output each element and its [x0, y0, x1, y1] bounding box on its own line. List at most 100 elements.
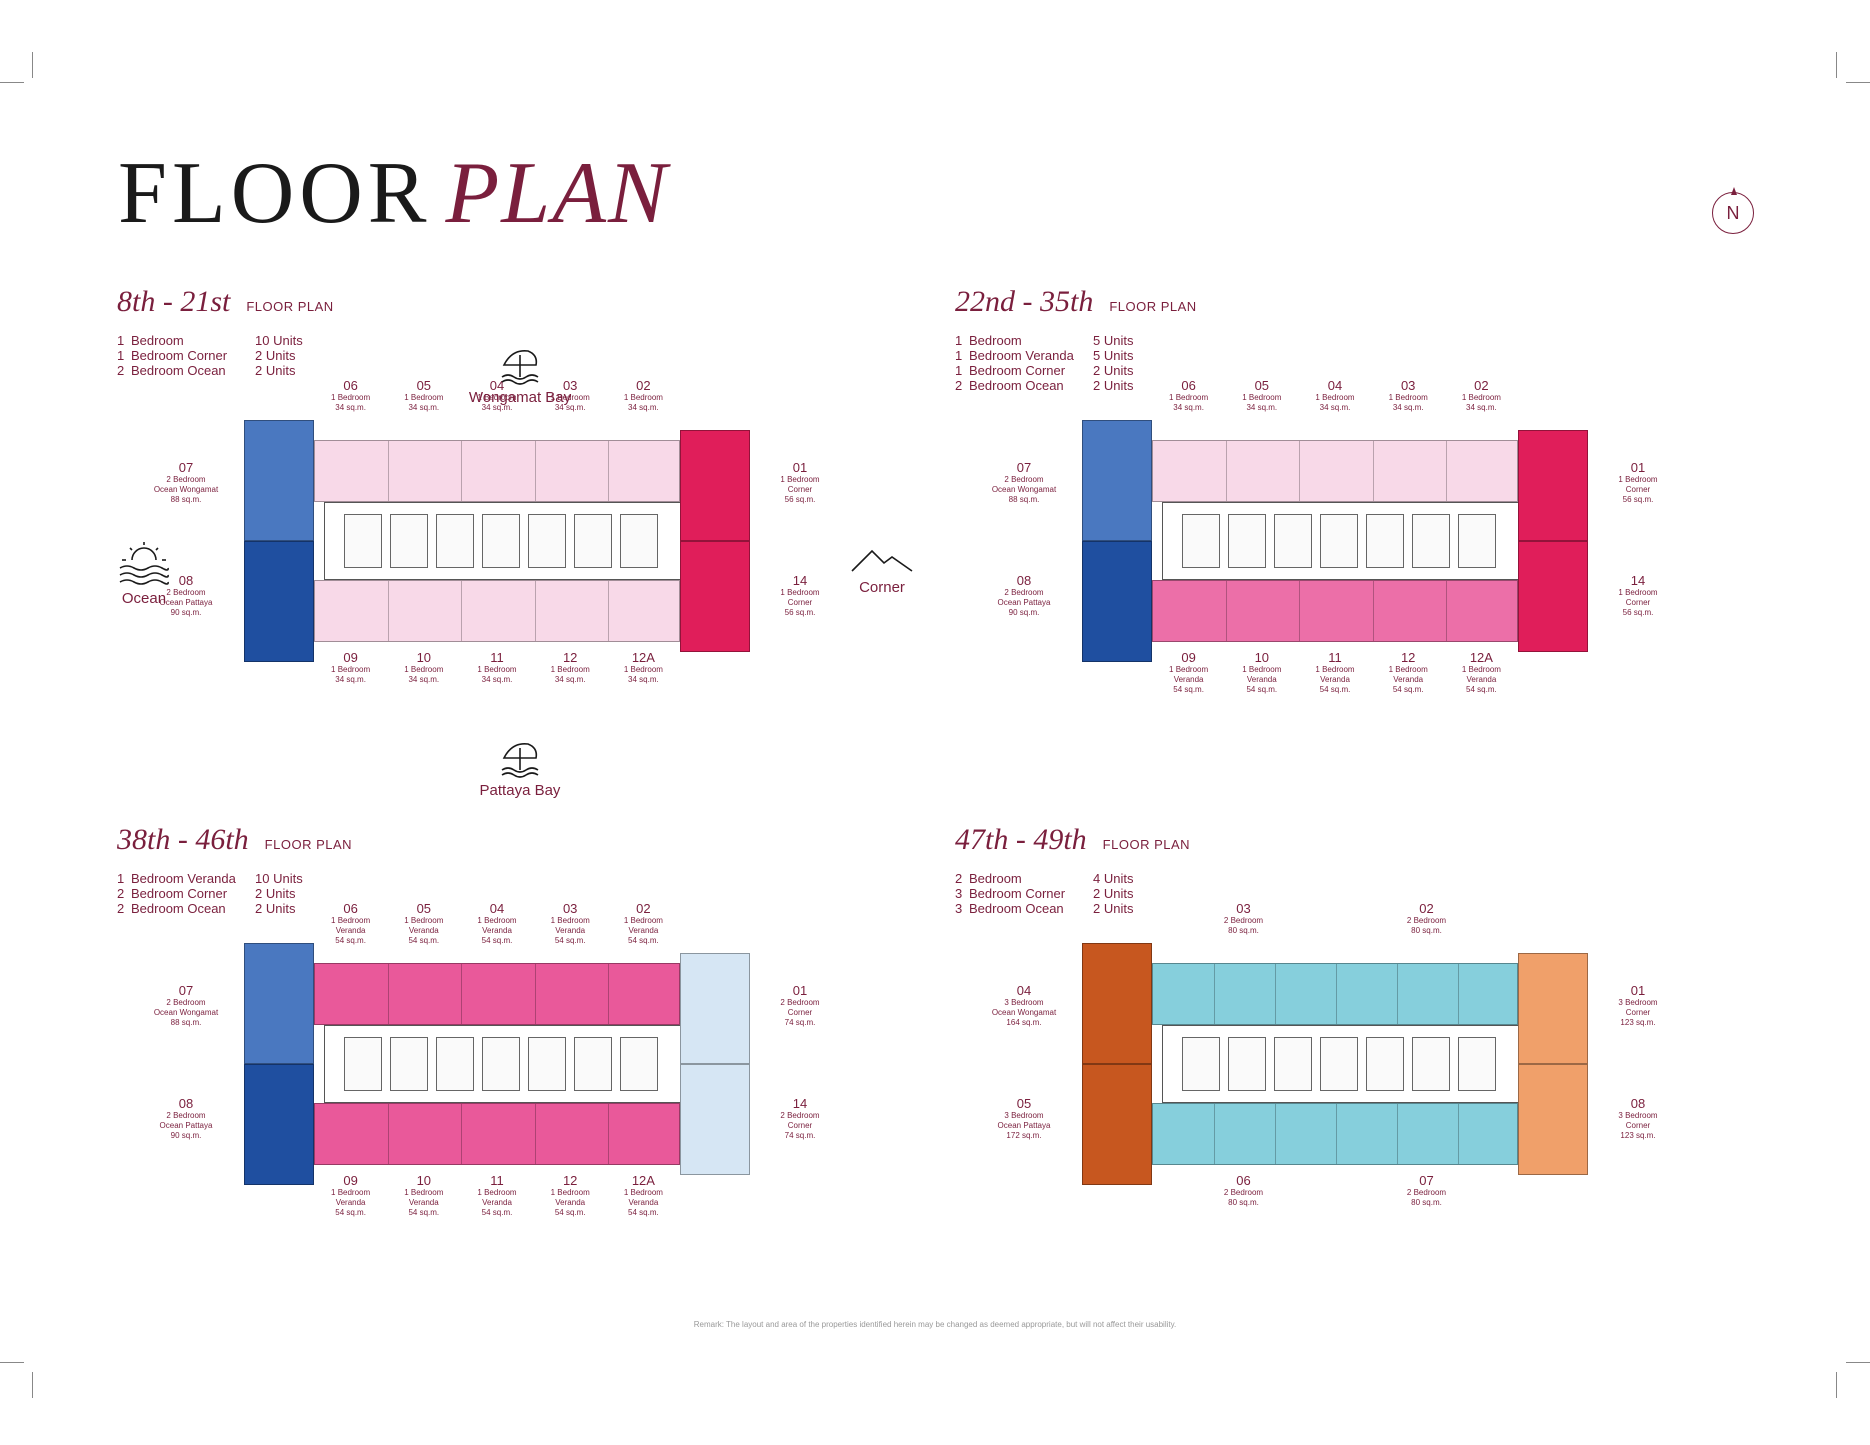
- unit-subtype: Veranda: [482, 926, 512, 935]
- unit-area: 54 sq.m.: [481, 1208, 513, 1217]
- unit-type: 1 Bedroom: [550, 1188, 590, 1197]
- north-compass-icon: N: [1712, 187, 1754, 234]
- unit-type: 3 Bedroom: [1618, 1111, 1658, 1120]
- title-part1: FLOOR: [118, 145, 432, 242]
- core-room: [1458, 1037, 1496, 1091]
- floor-plan-label: FLOOR PLAN: [264, 837, 353, 852]
- unit-block-east-south: [1518, 1064, 1588, 1175]
- unit-divider: [1458, 964, 1459, 1024]
- unit-type: 1 Bedroom: [404, 393, 444, 402]
- unit-divider: [1226, 441, 1228, 501]
- unit-number: 09: [343, 650, 358, 665]
- unit-subtype: Ocean Pattaya: [159, 598, 213, 607]
- unit-area: 172 sq.m.: [1006, 1131, 1042, 1140]
- unit-subtype: Corner: [1625, 485, 1651, 494]
- unit-type: 1 Bedroom: [550, 393, 590, 402]
- legend-count: 2: [117, 901, 125, 916]
- unit-divider: [1336, 964, 1337, 1024]
- core-room: [574, 1037, 612, 1091]
- unit-number: 07: [178, 983, 194, 998]
- unit-block-west-south: [1082, 541, 1152, 662]
- legend-type: Bedroom Corner: [131, 886, 228, 901]
- unit-type: 1 Bedroom: [477, 1188, 517, 1197]
- unit-divider: [607, 441, 609, 501]
- unit-row-north: [1152, 440, 1518, 502]
- unit-type: 1 Bedroom: [1388, 665, 1428, 674]
- unit-divider: [1214, 964, 1215, 1024]
- sunset-ocean-icon: [119, 542, 169, 585]
- unit-type: 2 Bedroom: [780, 998, 820, 1007]
- unit-area: 54 sq.m.: [554, 936, 586, 945]
- unit-type: 3 Bedroom: [1004, 998, 1044, 1007]
- unit-divider: [1445, 581, 1447, 641]
- unit-number: 07: [178, 460, 194, 475]
- unit-number: 14: [792, 1096, 808, 1111]
- unit-subtype: Ocean Wongamat: [153, 1008, 219, 1017]
- core-room: [620, 514, 658, 568]
- unit-divider: [388, 581, 390, 641]
- unit-area: 34 sq.m.: [408, 675, 440, 684]
- unit-area: 56 sq.m.: [1622, 608, 1654, 617]
- unit-block-west-north: [1082, 943, 1152, 1064]
- unit-divider: [1397, 1104, 1398, 1164]
- unit-number: 08: [1630, 1096, 1646, 1111]
- core-room: [1182, 514, 1220, 568]
- unit-block-east-south: [680, 541, 750, 652]
- unit-number: 07: [1016, 460, 1032, 475]
- unit-divider: [1372, 441, 1374, 501]
- beach-umbrella-icon: [501, 349, 539, 385]
- mountain-icon: [851, 549, 913, 572]
- legend-units: 2 Units: [255, 363, 296, 378]
- legend-row: 2 Bedroom Ocean 2 Units: [117, 363, 303, 378]
- unit-number: 12: [1400, 650, 1416, 665]
- unit-type: 2 Bedroom: [1004, 475, 1044, 484]
- unit-block-east-north: [680, 953, 750, 1064]
- unit-number: 02: [1419, 901, 1434, 916]
- unit-number: 02: [636, 901, 651, 916]
- beach-umbrella-icon: [501, 742, 539, 778]
- unit-subtype: Ocean Wongamat: [991, 1008, 1057, 1017]
- unit-area: 90 sq.m.: [1008, 608, 1040, 617]
- legend-type: Bedroom Corner: [131, 348, 228, 363]
- unit-number: 14: [792, 573, 808, 588]
- unit-divider: [1458, 1104, 1459, 1164]
- unit-number: 10: [1254, 650, 1270, 665]
- unit-type: 2 Bedroom: [166, 588, 206, 597]
- legend-units: 2 Units: [1093, 363, 1134, 378]
- legend-type: Bedroom Veranda: [131, 871, 236, 886]
- unit-area: 74 sq.m.: [784, 1131, 816, 1140]
- core-room: [1458, 514, 1496, 568]
- legend-count: 2: [117, 363, 125, 378]
- legend-units: 4 Units: [1093, 871, 1134, 886]
- unit-area: 34 sq.m.: [481, 675, 513, 684]
- legend-units: 5 Units: [1093, 348, 1134, 363]
- unit-area: 90 sq.m.: [170, 1131, 202, 1140]
- unit-type: 1 Bedroom: [1461, 393, 1501, 402]
- legend-count: 1: [955, 333, 963, 348]
- unit-number: 08: [178, 573, 194, 588]
- legend-type: Bedroom Ocean: [131, 363, 226, 378]
- unit-number: 05: [416, 901, 432, 916]
- floor-plan-label: FLOOR PLAN: [1102, 837, 1191, 852]
